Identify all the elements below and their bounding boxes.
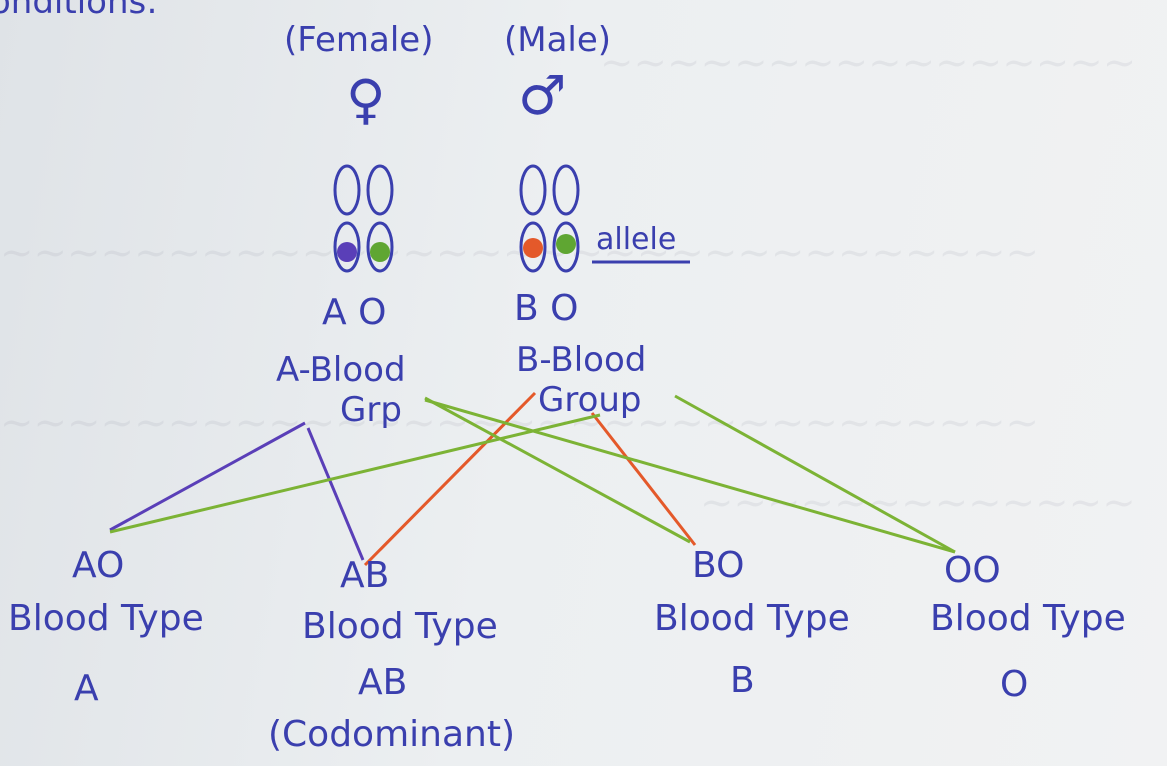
offspring-type-label-ao: Blood Type	[8, 598, 204, 639]
offspring-type-ao: A	[74, 668, 99, 709]
line-o-to-ao	[110, 415, 600, 532]
allele-o-dot	[370, 242, 390, 262]
allele-label: allele	[596, 222, 676, 257]
offspring-type-label-bo: Blood Type	[654, 598, 850, 639]
allele-a-dot	[337, 242, 357, 262]
offspring-genotype-oo: OO	[944, 550, 1001, 591]
line-b-to-bo	[592, 413, 695, 545]
offspring-genotype-bo: BO	[692, 545, 744, 586]
offspring-type-label-ab: Blood Type	[302, 606, 498, 647]
offspring-genotype-ao: AO	[72, 545, 124, 586]
offspring-note-ab: (Codominant)	[268, 714, 515, 755]
allele-o-dot	[556, 234, 576, 254]
offspring-type-oo: O	[1000, 664, 1028, 705]
offspring-type-bo: B	[730, 660, 755, 701]
male-blood-group-line2: Group	[538, 380, 642, 420]
line-a-to-ab	[308, 428, 363, 560]
line-o-to-oo-2	[675, 396, 955, 552]
offspring-genotype-ab: AB	[340, 555, 389, 596]
male-blood-group-line1: B-Blood	[516, 340, 646, 380]
female-genotype: A O	[322, 292, 386, 333]
male-genotype: B O	[514, 288, 578, 329]
female-blood-group-line2: Grp	[340, 390, 402, 430]
female-blood-group-line1: A-Blood	[276, 350, 406, 390]
offspring-type-ab: AB	[358, 662, 407, 703]
offspring-type-label-oo: Blood Type	[930, 598, 1126, 639]
line-a-to-ao	[110, 423, 305, 530]
allele-b-dot	[523, 238, 543, 258]
line-o-to-oo-1	[425, 400, 955, 552]
